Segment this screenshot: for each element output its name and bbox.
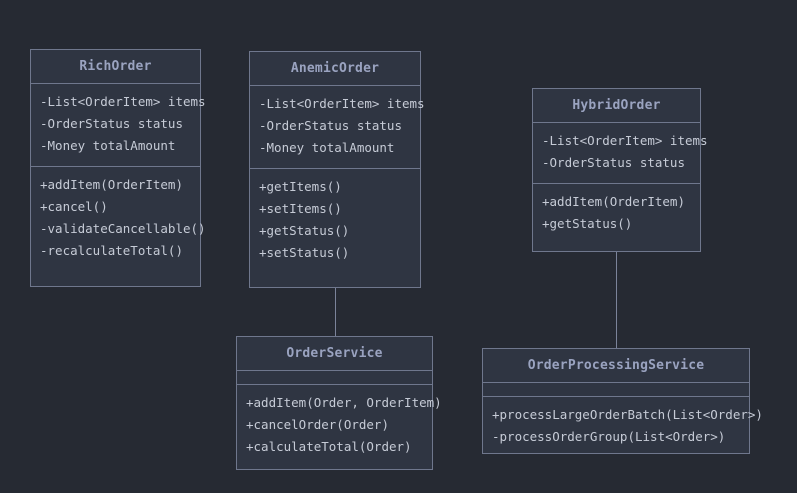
class-method: +addItem(OrderItem): [40, 177, 183, 192]
class-method: +setItems(): [259, 201, 342, 216]
class-attributes-order-service: [237, 371, 432, 385]
class-method: +cancel(): [40, 199, 108, 214]
class-attribute: -OrderStatus status: [259, 118, 402, 133]
class-attributes-rich-order: -List<OrderItem> items -OrderStatus stat…: [31, 84, 206, 167]
class-method: +getStatus(): [259, 223, 350, 238]
class-method: +calculateTotal(Order): [246, 439, 412, 454]
class-method: +processLargeOrderBatch(List<Order>): [492, 407, 763, 422]
class-methods-order-processing-service: +processLargeOrderBatch(List<Order>) -pr…: [483, 397, 763, 457]
class-box-anemic-order[interactable]: AnemicOrder -List<OrderItem> items -Orde…: [249, 51, 425, 288]
class-attribute: -OrderStatus status: [542, 155, 685, 170]
class-method: +addItem(OrderItem): [542, 194, 685, 209]
class-method: +setStatus(): [259, 245, 350, 260]
class-title-order-processing-service: OrderProcessingService: [483, 349, 749, 383]
connector-anemic-order-to-order-service: [335, 288, 336, 336]
class-box-order-service[interactable]: OrderService +addItem(Order, OrderItem) …: [236, 336, 442, 470]
class-method: +cancelOrder(Order): [246, 417, 389, 432]
class-attributes-anemic-order: -List<OrderItem> items -OrderStatus stat…: [250, 86, 425, 169]
class-method: +addItem(Order, OrderItem): [246, 395, 442, 410]
class-title-hybrid-order: HybridOrder: [533, 89, 700, 123]
class-method: +getStatus(): [542, 216, 633, 231]
class-attribute: -OrderStatus status: [40, 116, 183, 131]
class-title-anemic-order: AnemicOrder: [250, 52, 420, 86]
class-methods-hybrid-order: +addItem(OrderItem) +getStatus(): [533, 184, 700, 244]
class-methods-rich-order: +addItem(OrderItem) +cancel() -validateC…: [31, 167, 206, 271]
class-attribute: -List<OrderItem> items: [542, 133, 708, 148]
class-title-order-service: OrderService: [237, 337, 432, 371]
class-method: -recalculateTotal(): [40, 243, 183, 258]
class-attributes-order-processing-service: [483, 383, 749, 397]
class-box-hybrid-order[interactable]: HybridOrder -List<OrderItem> items -Orde…: [532, 88, 708, 252]
class-methods-order-service: +addItem(Order, OrderItem) +cancelOrder(…: [237, 385, 442, 467]
class-methods-anemic-order: +getItems() +setItems() +getStatus() +se…: [250, 169, 420, 273]
class-title-rich-order: RichOrder: [31, 50, 200, 84]
class-attribute: -List<OrderItem> items: [40, 94, 206, 109]
class-method: +getItems(): [259, 179, 342, 194]
class-attributes-hybrid-order: -List<OrderItem> items -OrderStatus stat…: [533, 123, 708, 184]
class-attribute: -List<OrderItem> items: [259, 96, 425, 111]
class-box-order-processing-service[interactable]: OrderProcessingService +processLargeOrde…: [482, 348, 763, 457]
class-attribute: -Money totalAmount: [40, 138, 176, 153]
class-method: -validateCancellable(): [40, 221, 206, 236]
connector-hybrid-order-to-order-processing-service: [616, 252, 617, 348]
class-method: -processOrderGroup(List<Order>): [492, 429, 726, 444]
class-attribute: -Money totalAmount: [259, 140, 395, 155]
class-box-rich-order[interactable]: RichOrder -List<OrderItem> items -OrderS…: [30, 49, 206, 287]
